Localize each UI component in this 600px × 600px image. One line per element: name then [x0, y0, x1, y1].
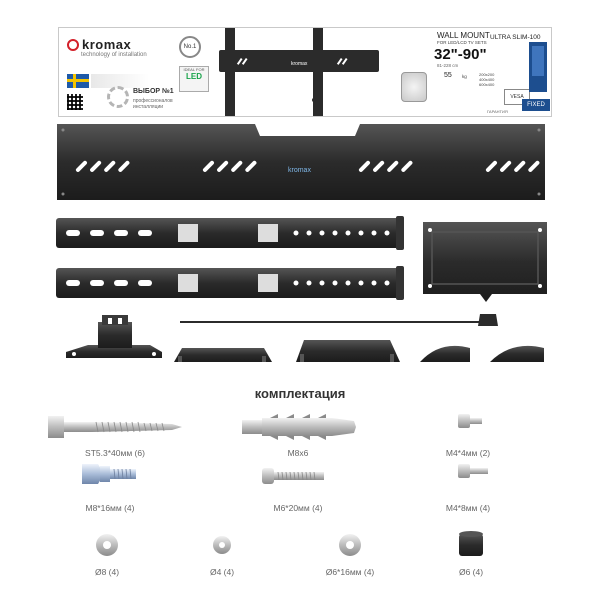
banner-mount-illustration: kromax — [219, 28, 379, 116]
warranty-caption: ГАРАНТИЯ — [487, 109, 508, 114]
hardware-label: M4*4мм (2) — [445, 448, 491, 458]
wall-mount-subtitle: FOR LED/LCD TV SETS — [437, 40, 487, 45]
end-cap — [420, 345, 470, 362]
safety-rod — [180, 314, 498, 326]
flag-strip — [91, 74, 149, 88]
small-bracket — [66, 315, 162, 358]
brand-mark-icon — [67, 38, 79, 51]
brand-logo: kromax — [67, 37, 131, 52]
m4-short-screw — [458, 414, 482, 428]
hardware-label: Ø8 (4) — [94, 567, 120, 577]
banner-mount-logo: kromax — [291, 61, 308, 67]
wall-plate-logo: kromax — [288, 167, 311, 174]
hardware-label: ST5.3*40мм (6) — [85, 448, 145, 458]
fixed-tag: FIXED — [522, 99, 550, 111]
hardware-label: M4*8мм (4) — [445, 503, 491, 513]
size-range: 32"-90" — [434, 46, 487, 63]
wall-plate: kromax — [57, 124, 545, 200]
product-banner: kromax technology of installation ВЫБОР … — [58, 27, 552, 117]
hardware-label: M6*20мм (4) — [273, 503, 323, 513]
led-badge-word: LED — [186, 72, 202, 81]
hardware-label: Ø6 (4) — [458, 567, 484, 577]
end-cap — [490, 345, 544, 362]
sweden-flag-icon — [67, 74, 89, 88]
spacer-6 — [459, 531, 483, 556]
led-badge: IDEAL FOR LED — [179, 66, 209, 92]
warranty-seal-icon — [401, 72, 427, 102]
m6-screw — [262, 468, 324, 484]
hardware-label: M8x6 — [287, 448, 309, 458]
tv-icon — [529, 42, 547, 92]
lag-screw — [48, 416, 182, 438]
kit-contents-title: комплектация — [254, 386, 346, 401]
model-name: ULTRA SLIM-100 — [490, 34, 541, 41]
washer-6x16 — [339, 534, 361, 556]
vesa-spec: 600x400 — [479, 82, 495, 87]
choice-subtitle: профессионалов инсталляции — [133, 98, 173, 110]
end-cap — [296, 340, 400, 362]
washer-8 — [96, 534, 118, 556]
end-cap — [174, 348, 272, 362]
vesa-spec: 200x200 — [479, 72, 495, 77]
no1-badge: No.1 — [179, 36, 201, 58]
hardware-label: Ø6*16мм (4) — [325, 567, 375, 577]
vesa-badge: VESA — [504, 89, 530, 105]
adapter-plate — [423, 222, 547, 302]
washer-4 — [213, 536, 231, 554]
wall-anchor — [242, 414, 356, 440]
wall-mount-title: WALL MOUNT — [437, 31, 490, 40]
hardware-label: M8*16мм (4) — [85, 503, 135, 513]
max-load: 55 — [444, 72, 452, 79]
brand-tagline: technology of installation — [81, 52, 147, 58]
vesa-spec-list: 200x200 400x400 600x400 — [479, 72, 494, 87]
hardware-label: Ø4 (4) — [209, 567, 235, 577]
choice-title: ВЫБОР №1 — [133, 88, 174, 95]
mount-arm-upper — [56, 216, 404, 250]
max-load-unit: kg — [462, 74, 467, 79]
gears-icon — [107, 86, 129, 108]
led-badge-top: IDEAL FOR — [183, 67, 205, 72]
m8-bolt — [82, 464, 136, 484]
size-cm: 81-228 cm — [437, 63, 459, 68]
vesa-spec: 400x400 — [479, 77, 495, 82]
mount-arm-lower — [56, 266, 404, 300]
m4-long-screw — [458, 464, 488, 478]
qr-code-icon — [67, 94, 83, 110]
brand-name: kromax — [82, 37, 132, 52]
wall-plate-slots — [75, 160, 540, 172]
